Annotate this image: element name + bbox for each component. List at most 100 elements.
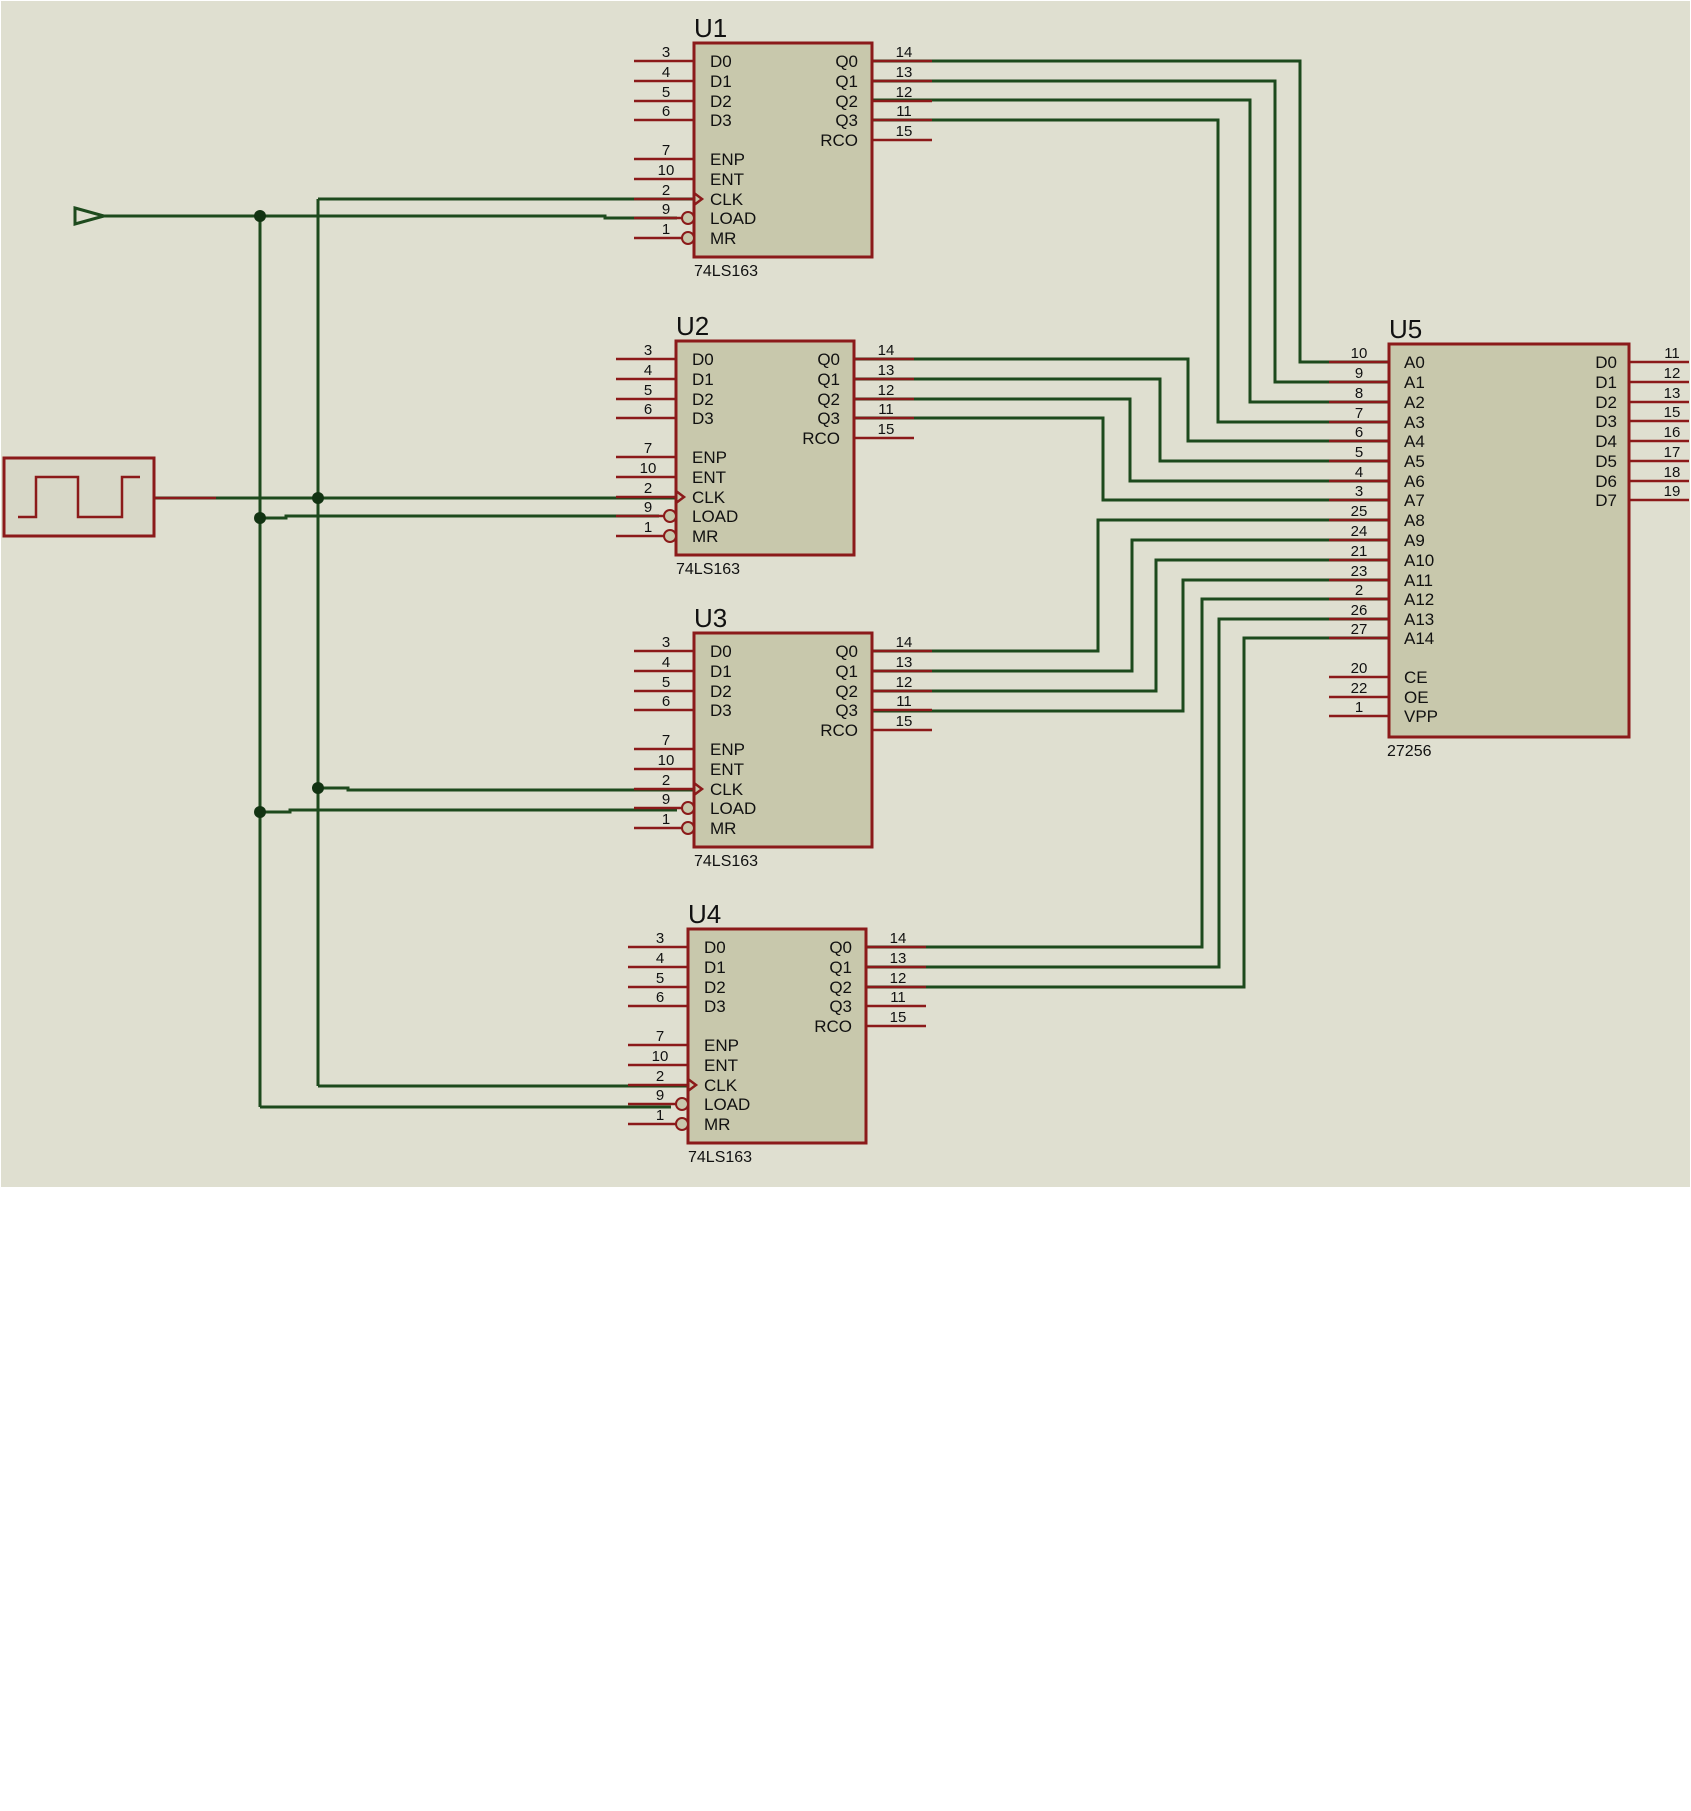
pin-number: 12 [1664,365,1681,382]
u2-q0-to-a4 [855,357,1389,443]
pin-label: Q2 [829,978,852,997]
pin-number: 2 [662,772,670,789]
pin-number: 9 [662,201,670,218]
pin-label: D3 [704,997,726,1016]
pin-label: ENT [704,1056,738,1075]
pin-label: D2 [710,92,732,111]
pin-number: 5 [662,674,670,691]
component-reference: U5 [1389,314,1422,344]
part-number: 74LS163 [688,1149,752,1166]
pin-label: CLK [704,1076,738,1095]
u4-q1-to-a13 [867,617,1389,969]
part-number: 74LS163 [694,853,758,870]
u3-load-wire [260,808,677,814]
u4-q0-to-a12 [867,597,1389,949]
pin-number: 7 [644,440,652,457]
pin-label: D1 [692,370,714,389]
pin-number: 7 [656,1028,664,1045]
inversion-bubble [675,1117,689,1131]
u3-q0-to-a8 [873,518,1389,653]
inversion-bubble [681,231,695,245]
pin-number: 10 [658,162,675,179]
pin-label: D3 [1595,412,1617,431]
pin-label: LOAD [704,1095,750,1114]
pin-label: Q3 [829,997,852,1016]
clock-edge-icon [687,1078,699,1092]
pin-label: D1 [704,958,726,977]
component-reference: U3 [694,603,727,633]
pin-label: Q1 [835,72,858,91]
pin-number: 25 [1351,503,1368,520]
pin-number: 18 [1664,464,1681,481]
inversion-bubble [663,509,677,523]
pin-label: A13 [1404,610,1434,629]
pin-number: 2 [644,480,652,497]
pin-label: D1 [710,662,732,681]
pin-number: 15 [878,421,895,438]
pin-number: 23 [1351,563,1368,580]
pin-number: 6 [662,693,670,710]
pin-number: 27 [1351,621,1368,638]
component-reference: U4 [688,899,721,929]
pin-number: 16 [1664,424,1681,441]
pin-number: 22 [1351,680,1368,697]
counter-body [686,927,868,1145]
u4-q2-to-a14 [867,636,1389,989]
pin-label: A1 [1404,373,1425,392]
u3-clk-wire [318,786,696,792]
pin-label: A11 [1404,571,1433,590]
clock-generator[interactable] [2,456,216,538]
pin-number: 6 [644,401,652,418]
pin-number: 11 [1664,345,1680,362]
pin-label: A7 [1404,491,1425,510]
pin-number: 10 [658,752,675,769]
pin-number: 20 [1351,660,1368,677]
pin-number: 4 [644,362,652,379]
u3-q3-to-a11 [873,578,1389,713]
pin-label: OE [1404,688,1429,707]
pin-label: MR [692,527,718,546]
pin-number: 19 [1664,483,1681,500]
pin-number: 6 [1355,424,1363,441]
pin-number: 1 [1355,699,1363,716]
inversion-bubble [681,821,695,835]
pin-label: D0 [704,938,726,957]
pin-label: Q3 [835,701,858,720]
pin-label: CLK [710,190,744,209]
pin-number: 15 [890,1009,907,1026]
pin-number: 7 [1355,405,1363,422]
junction-dot [312,782,324,794]
input-terminal-icon[interactable] [73,206,110,226]
part-number: 74LS163 [694,263,758,280]
pin-number: 1 [662,811,670,828]
pin-number: 11 [896,693,912,710]
pin-label: D1 [710,72,732,91]
clock-edge-icon [675,490,687,504]
pin-number: 13 [896,64,913,81]
pin-number: 4 [662,654,670,671]
pin-number: 4 [656,950,664,967]
pin-label: RCO [820,131,858,150]
pin-number: 15 [1664,404,1681,421]
component-reference: U2 [676,311,709,341]
part-number: 74LS163 [676,561,740,578]
pin-label: LOAD [710,209,756,228]
counter-body [674,339,856,557]
pin-label: ENT [692,468,726,487]
pin-label: A12 [1404,590,1434,609]
pin-label: D1 [1595,373,1617,392]
pin-number: 4 [662,64,670,81]
pin-number: 13 [890,950,907,967]
pin-number: 5 [656,970,664,987]
eprom-body [1387,342,1631,739]
pin-label: A5 [1404,452,1425,471]
pin-number: 13 [1664,385,1681,402]
u1-q3-to-a3 [873,118,1389,424]
pin-number: 10 [652,1048,669,1065]
